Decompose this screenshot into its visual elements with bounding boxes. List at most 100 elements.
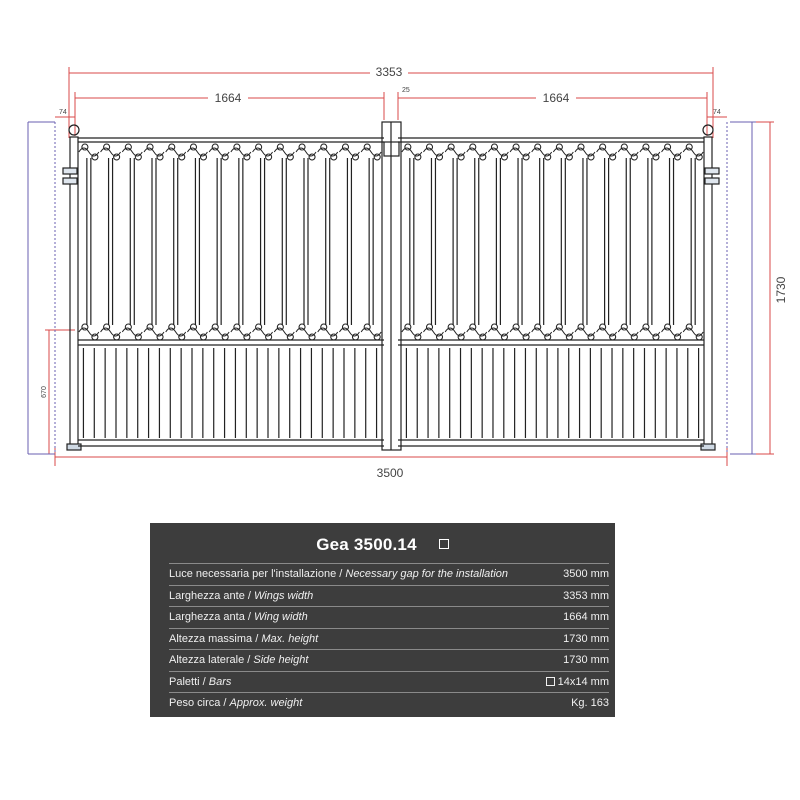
top-scroll: [360, 143, 382, 161]
gate-drawing: 3353 1664 1664 25 74 74 3500 1730 670: [27, 64, 788, 480]
spec-value: 1664 mm: [563, 611, 609, 623]
dim-post-left-label: 74: [59, 109, 67, 116]
top-scroll: [165, 143, 187, 161]
top-scroll: [121, 143, 143, 161]
dimension-lines-blue: [27, 121, 756, 455]
left-wing: [78, 137, 384, 447]
square-icon: [438, 539, 449, 549]
right-post-finial: [702, 124, 714, 136]
top-scroll: [100, 143, 121, 161]
mid-scroll: [208, 323, 230, 341]
mid-scroll: [187, 323, 208, 341]
left-hinge-top: [62, 167, 78, 175]
dim-overall-label: 3353: [376, 65, 403, 79]
mid-scroll: [100, 323, 121, 341]
specs-title: Gea 3500.14: [150, 535, 615, 555]
spec-label: Larghezza anta / Wing width: [169, 611, 308, 623]
top-scroll: [617, 143, 639, 161]
top-scroll: [252, 143, 273, 161]
dim-side-height-label: 670: [41, 386, 48, 398]
dim-installation-label: 3500: [377, 466, 404, 480]
mid-scroll: [487, 323, 509, 341]
top-scroll: [295, 143, 317, 161]
top-scroll: [531, 143, 553, 161]
center-latch: [383, 141, 400, 157]
top-scrolls: [78, 143, 704, 161]
top-scroll: [143, 143, 165, 161]
spec-label: Paletti / Bars: [169, 675, 232, 688]
dim-center-gap-label: 25: [402, 87, 410, 94]
top-scroll: [273, 143, 295, 161]
spec-label: Altezza laterale / Side height: [169, 654, 309, 666]
left-post-finial: [68, 124, 80, 136]
left-base-plate: [66, 443, 82, 451]
top-scroll: [639, 143, 661, 161]
spec-value: 14x14 mm: [545, 672, 609, 692]
spec-row: Luce necessaria per l'installazione / Ne…: [169, 563, 609, 584]
specs-title-text: Gea 3500.14: [316, 535, 417, 554]
dim-wing-right-label: 1664: [543, 91, 570, 105]
mid-scroll: [682, 323, 704, 341]
dim-wing-left-label: 1664: [215, 91, 242, 105]
mid-scroll: [444, 323, 466, 341]
spec-row: Altezza massima / Max. height 1730 mm: [169, 627, 609, 649]
mid-scroll: [401, 323, 423, 341]
mid-scroll: [143, 323, 165, 341]
right-hinge-top: [704, 167, 720, 175]
mid-scroll: [317, 323, 339, 341]
mid-scroll: [165, 323, 187, 341]
top-scroll: [78, 143, 100, 161]
dim-post-right-label: 74: [713, 109, 721, 116]
spec-row: Larghezza anta / Wing width 1664 mm: [169, 606, 609, 627]
mid-scroll: [295, 323, 317, 341]
mid-scroll: [596, 323, 618, 341]
right-base-plate: [700, 443, 716, 451]
mid-scroll: [617, 323, 639, 341]
mid-scroll: [339, 323, 360, 341]
mid-scroll: [574, 323, 596, 341]
spec-row: Larghezza ante / Wings width 3353 mm: [169, 584, 609, 606]
spec-label: Altezza massima / Max. height: [169, 632, 319, 645]
spec-value: 1730 mm: [563, 632, 609, 645]
top-scroll: [661, 143, 682, 161]
left-hinge-bottom: [62, 177, 78, 185]
top-scroll: [339, 143, 360, 161]
mid-scroll: [273, 323, 295, 341]
upper-bars: [86, 158, 696, 325]
top-scroll: [230, 143, 252, 161]
spec-label: Luce necessaria per l'installazione / Ne…: [169, 568, 509, 580]
mid-scroll: [509, 323, 531, 341]
spec-row: Paletti / Bars 14x14 mm: [169, 670, 609, 692]
top-scroll: [444, 143, 466, 161]
mid-scroll: [252, 323, 273, 341]
spec-label: Peso circa / Approx. weight: [169, 697, 303, 709]
mid-scrolls: [78, 323, 704, 341]
top-scroll: [574, 143, 596, 161]
top-scroll: [208, 143, 230, 161]
spec-value: Kg. 163: [571, 697, 609, 709]
mid-scroll: [121, 323, 143, 341]
right-hinge-bottom: [704, 177, 720, 185]
spec-value: 3353 mm: [563, 589, 609, 602]
gate: [62, 121, 720, 451]
spec-row: Altezza laterale / Side height 1730 mm: [169, 649, 609, 670]
top-scroll: [401, 143, 423, 161]
specs-panel: Gea 3500.14 Luce necessaria per l'instal…: [150, 523, 615, 717]
top-scroll: [187, 143, 208, 161]
dim-height-label: 1730: [774, 276, 788, 303]
spec-label: Larghezza ante / Wings width: [169, 589, 314, 602]
mid-scroll: [78, 323, 100, 341]
mid-scroll: [466, 323, 488, 341]
spec-row: Peso circa / Approx. weight Kg. 163: [169, 692, 609, 713]
mid-scroll: [230, 323, 252, 341]
mid-scroll: [552, 323, 574, 341]
top-scroll: [552, 143, 574, 161]
mid-scroll: [661, 323, 682, 341]
top-scroll: [596, 143, 618, 161]
mid-scroll: [423, 323, 444, 341]
top-scroll: [423, 143, 444, 161]
spec-value: 1730 mm: [563, 654, 609, 666]
top-scroll: [487, 143, 509, 161]
square-icon: [545, 676, 555, 686]
top-scroll: [466, 143, 488, 161]
